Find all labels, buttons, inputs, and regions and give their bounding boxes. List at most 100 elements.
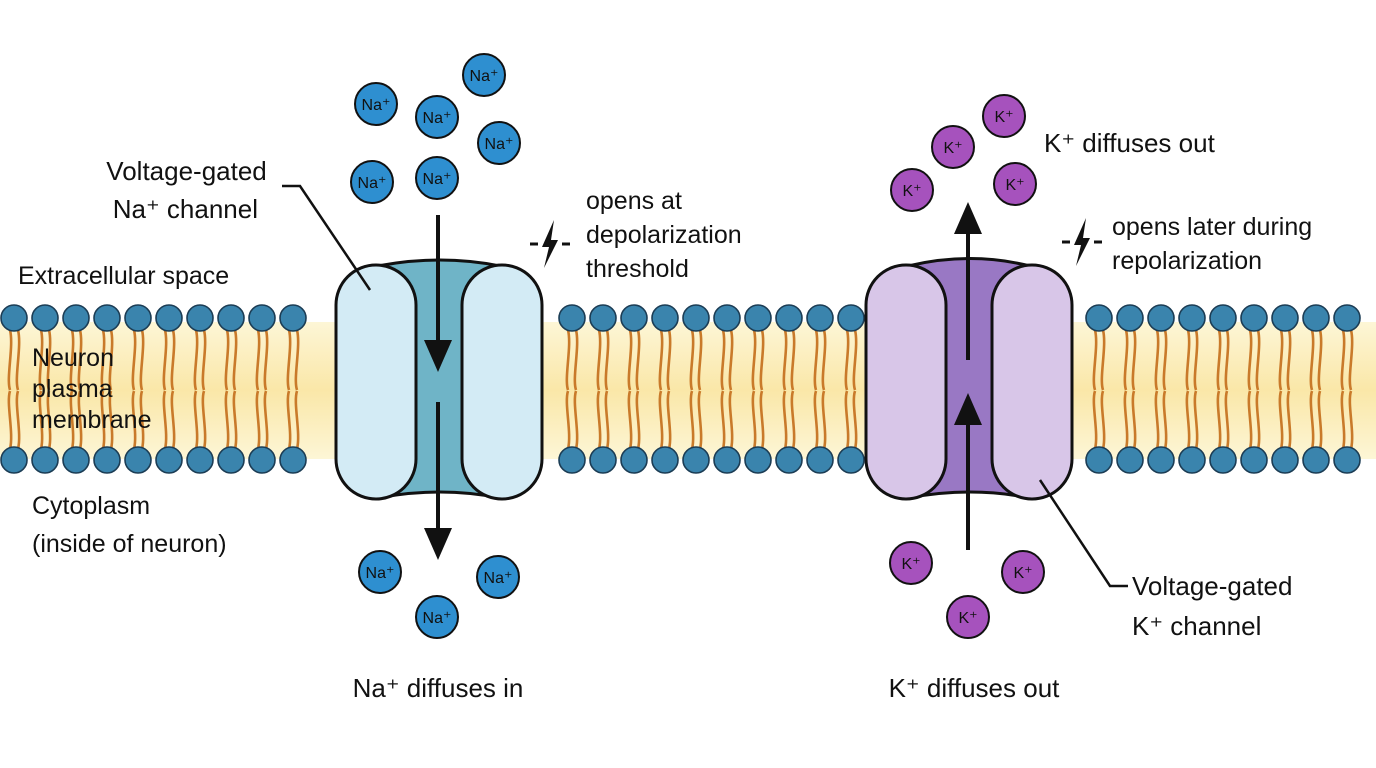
k-channel-leader-line	[1038, 479, 1128, 588]
phospholipid-tail	[573, 390, 579, 450]
phospholipid-tail	[224, 329, 230, 391]
phospholipid-tail	[1162, 390, 1168, 450]
phospholipid-tail	[224, 390, 230, 450]
phospholipid-tail	[69, 390, 75, 450]
na-ion: Na⁺	[462, 53, 506, 97]
phospholipid-tail	[108, 329, 114, 391]
k-ion: K⁺	[890, 168, 934, 212]
phospholipid-tail	[720, 329, 726, 391]
phospholipid-tail	[759, 390, 765, 450]
phospholipid-head	[124, 446, 152, 474]
phospholipid-tail	[1286, 390, 1292, 450]
svg-text:Na⁺: Na⁺	[358, 175, 387, 192]
phospholipid-tail	[201, 390, 207, 450]
phospholipid-tail	[1193, 329, 1199, 391]
na-channel-left-subunit	[334, 263, 418, 501]
phospholipid-tail	[1123, 329, 1129, 391]
phospholipid-head	[620, 304, 648, 332]
phospholipid-tail	[790, 390, 796, 450]
phospholipid-head	[589, 304, 617, 332]
phospholipid-tail	[1154, 329, 1160, 391]
phospholipid-head	[31, 304, 59, 332]
phospholipid-head	[806, 304, 834, 332]
phospholipid-tail	[1317, 329, 1323, 391]
phospholipid-head	[682, 446, 710, 474]
phospholipid-tail	[1100, 329, 1106, 391]
phospholipid-tail	[1247, 390, 1253, 450]
phospholipid-tail	[1340, 390, 1346, 450]
na-ion: Na⁺	[350, 160, 394, 204]
phospholipid-tail	[294, 329, 300, 391]
k-ion: K⁺	[946, 595, 990, 639]
phospholipid-head	[744, 304, 772, 332]
phospholipid-tail	[1216, 329, 1222, 391]
phospholipid-heads	[0, 304, 1361, 474]
k-ion: K⁺	[889, 541, 933, 585]
svg-text:K⁺: K⁺	[901, 556, 920, 573]
phospholipid-tail	[1154, 390, 1160, 450]
phospholipid-head	[837, 304, 865, 332]
phospholipid-tail	[100, 329, 106, 391]
k-ion: K⁺	[982, 94, 1026, 138]
phospholipid-tail	[728, 390, 734, 450]
phospholipid-tail	[1255, 390, 1261, 450]
na-ion: Na⁺	[477, 121, 521, 165]
phospholipid-head	[651, 446, 679, 474]
phospholipid-tail	[1255, 329, 1261, 391]
phospholipid-tail	[852, 390, 858, 450]
svg-text:Na⁺: Na⁺	[423, 610, 452, 627]
k-arrow-up-head	[954, 393, 982, 425]
phospholipid-tail	[263, 390, 269, 450]
phospholipid-tail	[635, 329, 641, 391]
phospholipid-head	[217, 446, 245, 474]
na-diffuses-label: Na⁺ diffuses in	[353, 673, 524, 703]
phospholipid-tail	[1340, 329, 1346, 391]
phospholipid-head	[651, 304, 679, 332]
phospholipid-tail	[1247, 329, 1253, 391]
na-ion: Na⁺	[415, 156, 459, 200]
phospholipid-tail	[1092, 390, 1098, 450]
phospholipid-head	[713, 304, 741, 332]
phospholipid-head	[1147, 304, 1175, 332]
phospholipid-head	[775, 446, 803, 474]
plasma-membrane	[0, 304, 1376, 474]
phospholipid-tail	[689, 390, 695, 450]
phospholipid-tail	[666, 390, 672, 450]
phospholipid-head	[1240, 446, 1268, 474]
phospholipid-tail	[69, 329, 75, 391]
phospholipid-tail	[1348, 390, 1354, 450]
phospholipid-head	[775, 304, 803, 332]
phospholipid-tail	[232, 390, 238, 450]
phospholipid-tail	[573, 329, 579, 391]
phospholipid-tail	[46, 390, 52, 450]
svg-text:K⁺: K⁺	[958, 610, 977, 627]
phospholipid-head	[1209, 446, 1237, 474]
k-arrow-up-head-2	[954, 202, 982, 234]
na-ion: Na⁺	[415, 595, 459, 639]
phospholipid-tail	[131, 390, 137, 450]
svg-text:Na⁺: Na⁺	[366, 565, 395, 582]
na-ion: Na⁺	[476, 555, 520, 599]
phospholipid-tail	[1278, 390, 1284, 450]
svg-text:Na⁺: Na⁺	[362, 97, 391, 114]
phospholipid-head	[1240, 304, 1268, 332]
phospholipid-head	[1116, 446, 1144, 474]
phospholipid-tail	[263, 329, 269, 391]
phospholipid-tail	[821, 329, 827, 391]
k-ion: K⁺	[931, 125, 975, 169]
phospholipid-tail	[201, 329, 207, 391]
phospholipid-head	[0, 304, 28, 332]
phospholipid-tail	[658, 390, 664, 450]
phospholipid-tail	[1286, 329, 1292, 391]
svg-text:Na⁺: Na⁺	[423, 171, 452, 188]
phospholipid-tail	[751, 390, 757, 450]
phospholipid-tail	[170, 329, 176, 391]
phospholipid-tail	[596, 329, 602, 391]
phospholipid-head	[186, 304, 214, 332]
cytoplasm-label: Cytoplasm (inside of neuron)	[32, 492, 227, 558]
phospholipid-tail	[658, 329, 664, 391]
phospholipid-head	[1271, 304, 1299, 332]
phospholipid-tail	[286, 390, 292, 450]
k-channel-right-subunit	[990, 263, 1074, 501]
phospholipid-head	[806, 446, 834, 474]
